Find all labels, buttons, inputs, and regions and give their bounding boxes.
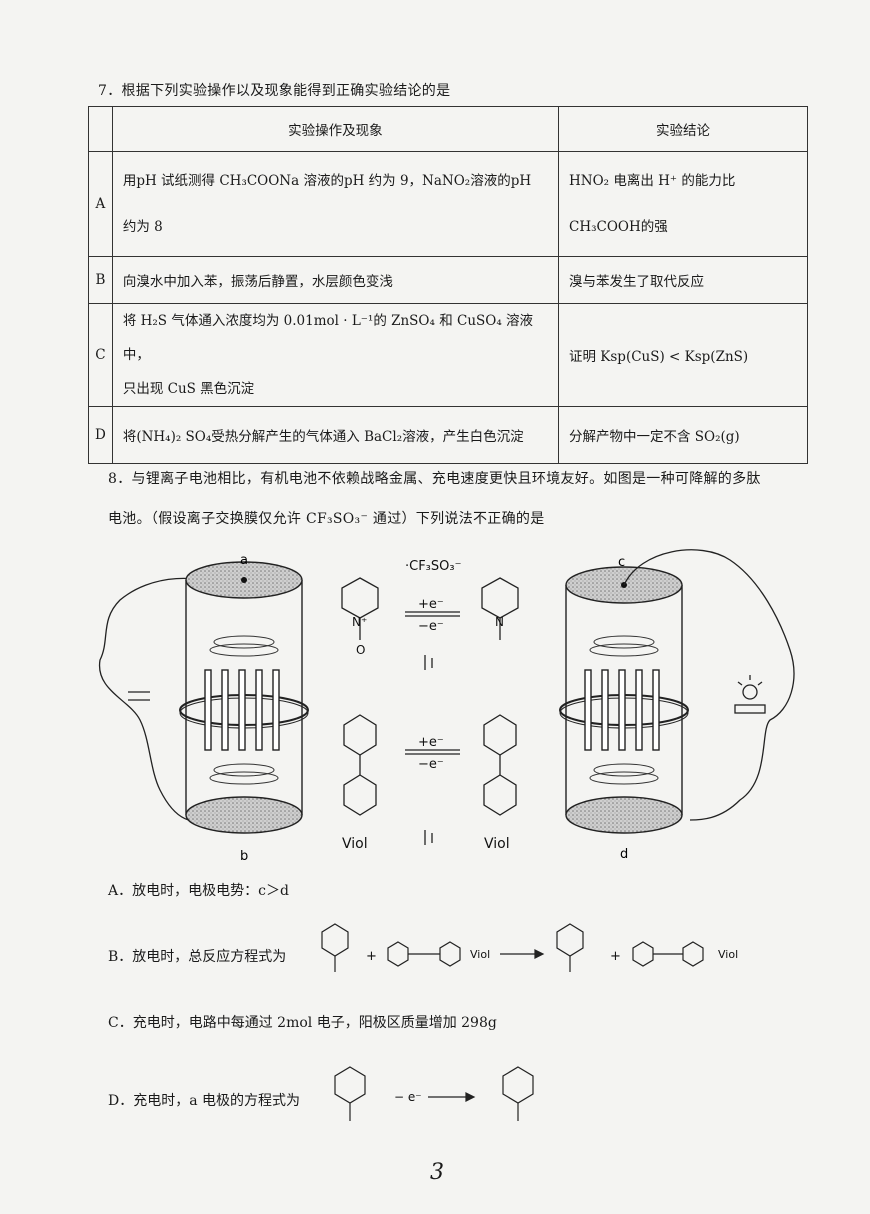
option-c: C．充电时，电路中每通过 2mol 电子，阳极区质量增加 298g <box>108 1015 497 1031</box>
option-b-viol-right: Viol <box>718 948 738 961</box>
option-b-equation: + + Viol Viol <box>321 923 738 972</box>
power-source-icon <box>128 691 150 701</box>
viol-label-left: Viol <box>342 836 368 852</box>
row-operation: 将(NH₄)₂ SO₄受热分解产生的气体通入 BaCl₂溶液，产生白色沉淀 <box>111 406 560 464</box>
light-bulb-icon <box>734 675 766 714</box>
row-conclusion: 分解产物中一定不含 SO₂(g) <box>558 406 808 464</box>
question-8-title-line2: 电池。（假设离子交换膜仅允许 CF₃SO₃⁻ 通过）下列说法不正确的是 <box>108 511 545 527</box>
left-wire <box>98 577 241 822</box>
row-key: C <box>88 303 113 407</box>
electrode-label-c: c <box>618 555 625 570</box>
row-key: A <box>88 151 113 257</box>
operation-line: 只出现 CuS 黑色沉淀 <box>122 381 255 397</box>
row-conclusion: 溴与苯发生了取代反应 <box>558 256 808 304</box>
battery-figure: a b ·CF₃SO₃⁻ +e⁻ −e⁻ +e⁻ −e⁻ N⁺ O N Viol… <box>98 549 795 864</box>
row-key: D <box>88 406 113 464</box>
svg-text:+: + <box>366 949 377 964</box>
row-conclusion: HNO₂ 电离出 H⁺ 的能力比 CH₃COOH的强 <box>558 151 808 257</box>
right-wire <box>623 549 795 821</box>
viol-label-right: Viol <box>484 836 510 852</box>
table-header-key <box>88 106 113 152</box>
page-number: 3 <box>430 1160 444 1185</box>
option-a: A．放电时，电极电势：c＞d <box>108 883 289 899</box>
question-8-title-line1: 8．与锂离子电池相比，有机电池不依赖战略金属、充电速度更快且环境友好。如图是一种… <box>108 471 761 487</box>
right-cell: c d <box>559 555 689 862</box>
option-d-equation: − e⁻ <box>334 1066 534 1121</box>
reduction-label-bottom: +e⁻ <box>418 735 444 750</box>
table-header-row: 实验操作及现象 实验结论 <box>88 106 808 152</box>
table-row: B 向溴水中加入苯，振荡后静置，水层颜色变浅 溴与苯发生了取代反应 <box>88 256 808 304</box>
operation-line: 将 H₂S 气体通入浓度均为 0.01mol · L⁻¹的 ZnSO₄ 和 Cu… <box>122 313 534 363</box>
table-header-operation: 实验操作及现象 <box>111 106 560 152</box>
electrode-label-a: a <box>240 553 248 568</box>
oxidation-label-bottom: −e⁻ <box>418 757 444 772</box>
question-7-title: 7．根据下列实验操作以及现象能得到正确实验结论的是 <box>98 83 451 99</box>
row-operation: 向溴水中加入苯，振荡后静置，水层颜色变浅 <box>111 256 560 304</box>
anion-label: ·CF₃SO₃⁻ <box>405 559 461 574</box>
left-cell: a b <box>179 553 309 864</box>
reduction-label-top: +e⁻ <box>418 597 444 612</box>
electrode-label-b: b <box>240 849 248 864</box>
option-d: D．充电时，a 电极的方程式为 <box>108 1093 301 1109</box>
option-d-minus-e: − e⁻ <box>394 1090 422 1104</box>
oxygen-label: O <box>356 643 365 657</box>
row-conclusion: 证明 Ksp(CuS) < Ksp(ZnS) <box>558 303 808 407</box>
svg-text:+: + <box>610 949 621 964</box>
table-row: D 将(NH₄)₂ SO₄受热分解产生的气体通入 BaCl₂溶液，产生白色沉淀 … <box>88 406 808 464</box>
row-key: B <box>88 256 113 304</box>
oxidation-label-top: −e⁻ <box>418 619 444 634</box>
nitrogen-label: N <box>495 615 504 629</box>
table-row: C 将 H₂S 气体通入浓度均为 0.01mol · L⁻¹的 ZnSO₄ 和 … <box>88 303 808 407</box>
row-operation: 用pH 试纸测得 CH₃COONa 溶液的pH 约为 9，NaNO₂溶液的pH … <box>111 151 560 257</box>
experiment-table: 实验操作及现象 实验结论 A 用pH 试纸测得 CH₃COONa 溶液的pH 约… <box>88 106 808 464</box>
table-header-conclusion: 实验结论 <box>558 106 808 152</box>
conclusion-line: HNO₂ 电离出 H⁺ 的能力比 <box>569 173 736 189</box>
electrode-label-d: d <box>620 847 628 862</box>
redox-scheme <box>341 577 519 845</box>
table-row: A 用pH 试纸测得 CH₃COONa 溶液的pH 约为 9，NaNO₂溶液的p… <box>88 151 808 257</box>
conclusion-line: CH₃COOH的强 <box>569 219 668 235</box>
operation-line: 用pH 试纸测得 CH₃COONa 溶液的pH 约为 9，NaNO₂溶液的pH <box>122 173 532 189</box>
option-b: B．放电时，总反应方程式为 <box>108 949 287 965</box>
operation-line: 约为 8 <box>122 219 163 235</box>
option-b-viol-left: Viol <box>470 948 490 961</box>
row-operation: 将 H₂S 气体通入浓度均为 0.01mol · L⁻¹的 ZnSO₄ 和 Cu… <box>111 303 560 407</box>
nitrogen-plus-label: N⁺ <box>352 615 367 629</box>
